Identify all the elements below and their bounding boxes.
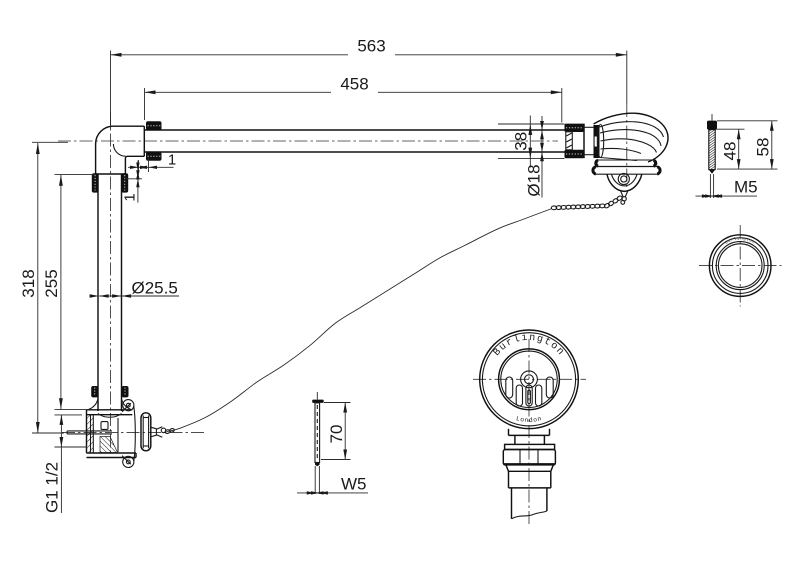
dim-standpipe-dia: Ø25.5 [89,279,179,298]
waste-front-view: Burlington London [478,329,580,520]
dim-waste-thread-label: G1 1/2 [43,462,62,513]
dim-overall-height-label: 318 [19,269,38,297]
ring-mark-text: Burlington [725,237,756,246]
dim-stud-thread-length-label: 48 [721,142,740,161]
dim-overflow-pipe-dia: Ø18 [525,116,544,198]
dim-screw-thread: W5 [297,475,368,495]
dim-standpipe-dia-label: Ø25.5 [132,279,178,298]
dim-stud-thread-label: M5 [734,178,758,197]
brand-city-text: London [515,415,543,424]
waste-body-section [66,386,137,469]
pipes [97,129,565,411]
dim-stud-thread-length: 48 [716,128,745,170]
w5-screw-detail [312,392,324,494]
dim-stud-length: 58 [717,120,778,170]
dim-waste-thread: G1 1/2 [43,414,87,513]
waste-plug [140,412,175,452]
dim-overall-length: 563 [110,37,628,128]
dimensions: 563 458 38 Ø18 [19,37,778,513]
dim-fitting-od-label: 38 [512,132,531,151]
overflow-outlet-fitting [564,112,669,205]
dim-gap-horizontal-label: 1 [168,152,176,169]
dim-fitting-od: 38 [498,115,565,168]
dim-standpipe-height: 255 [42,174,96,411]
dim-pipe-length-label: 458 [340,74,368,93]
dim-gap-vertical-label: 1 [122,193,139,201]
elbow-fitting [91,121,162,193]
dim-overall-length-label: 563 [357,37,385,56]
dim-stud-length-label: 58 [754,138,773,157]
chain-line [166,208,553,432]
dim-gap-horizontal: 1 [128,152,176,172]
dim-screw-length: 70 [321,402,351,460]
dim-screw-length-label: 70 [327,425,346,444]
dim-standpipe-height-label: 255 [42,269,61,297]
dim-overall-height: 318 [19,141,68,434]
plug-chain [166,195,623,432]
dim-stud-thread: M5 [695,178,758,198]
retaining-ring-detail: Burlington [708,234,772,298]
dim-pipe-length: 458 [144,74,563,123]
chain-links [550,195,623,211]
m5-stud-detail [707,114,717,198]
dim-overflow-pipe-dia-label: Ø18 [525,164,544,196]
dim-screw-thread-label: W5 [341,475,367,494]
dim-gap-vertical: 1 [122,160,142,203]
